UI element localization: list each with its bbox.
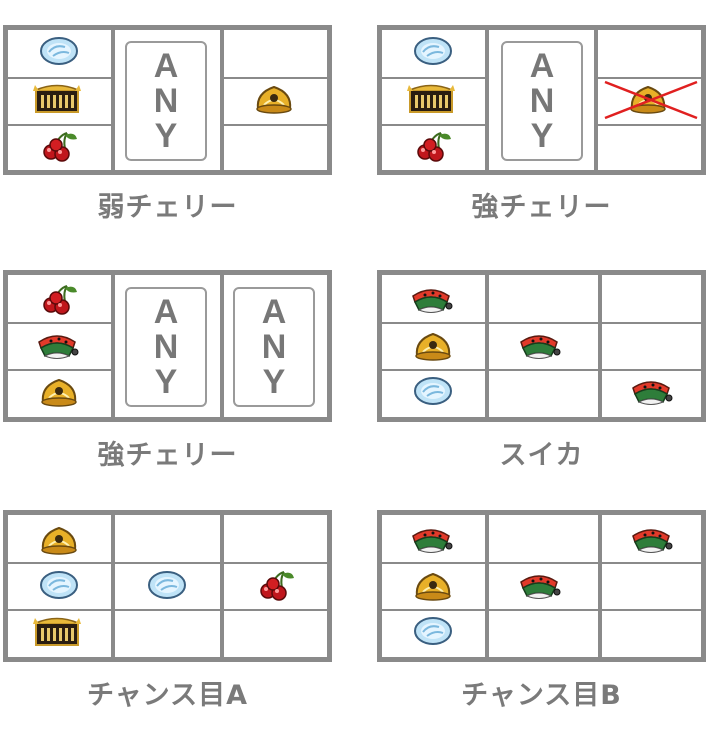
caption: 弱チェリー	[97, 192, 238, 223]
caption: スイカ	[499, 440, 584, 471]
cherry-icon	[252, 568, 300, 602]
watermelon-icon	[407, 282, 455, 316]
replay-icon	[35, 568, 83, 602]
bar-icon	[407, 81, 455, 115]
panel-watermelon: スイカ	[377, 270, 706, 471]
replay-icon	[35, 34, 83, 68]
watermelon-icon	[627, 522, 675, 556]
caption: チャンス目A	[86, 680, 249, 711]
bell-icon	[35, 374, 83, 408]
bell-icon	[250, 81, 298, 115]
cherry-icon	[35, 282, 83, 316]
bell-icon	[409, 328, 457, 362]
watermelon-icon	[33, 328, 81, 362]
watermelon-icon	[407, 522, 455, 556]
watermelon-icon	[627, 374, 675, 408]
panel-chance-b: チャンス目B	[377, 510, 706, 711]
cross-mark-icon	[604, 80, 698, 120]
watermelon-icon	[515, 328, 563, 362]
bell-icon	[409, 568, 457, 602]
cherry-icon	[35, 129, 83, 163]
bar-icon	[33, 81, 81, 115]
replay-icon	[409, 34, 457, 68]
watermelon-icon	[515, 568, 563, 602]
bar-icon	[33, 614, 81, 648]
bell-icon	[35, 522, 83, 556]
replay-icon	[143, 568, 191, 602]
cherry-icon	[409, 129, 457, 163]
replay-icon	[409, 614, 457, 648]
caption: 強チェリー	[471, 192, 612, 223]
panel-chance-a: チャンス目A	[3, 510, 332, 711]
replay-icon	[409, 374, 457, 408]
caption: チャンス目B	[461, 680, 622, 711]
caption: 強チェリー	[97, 440, 238, 471]
